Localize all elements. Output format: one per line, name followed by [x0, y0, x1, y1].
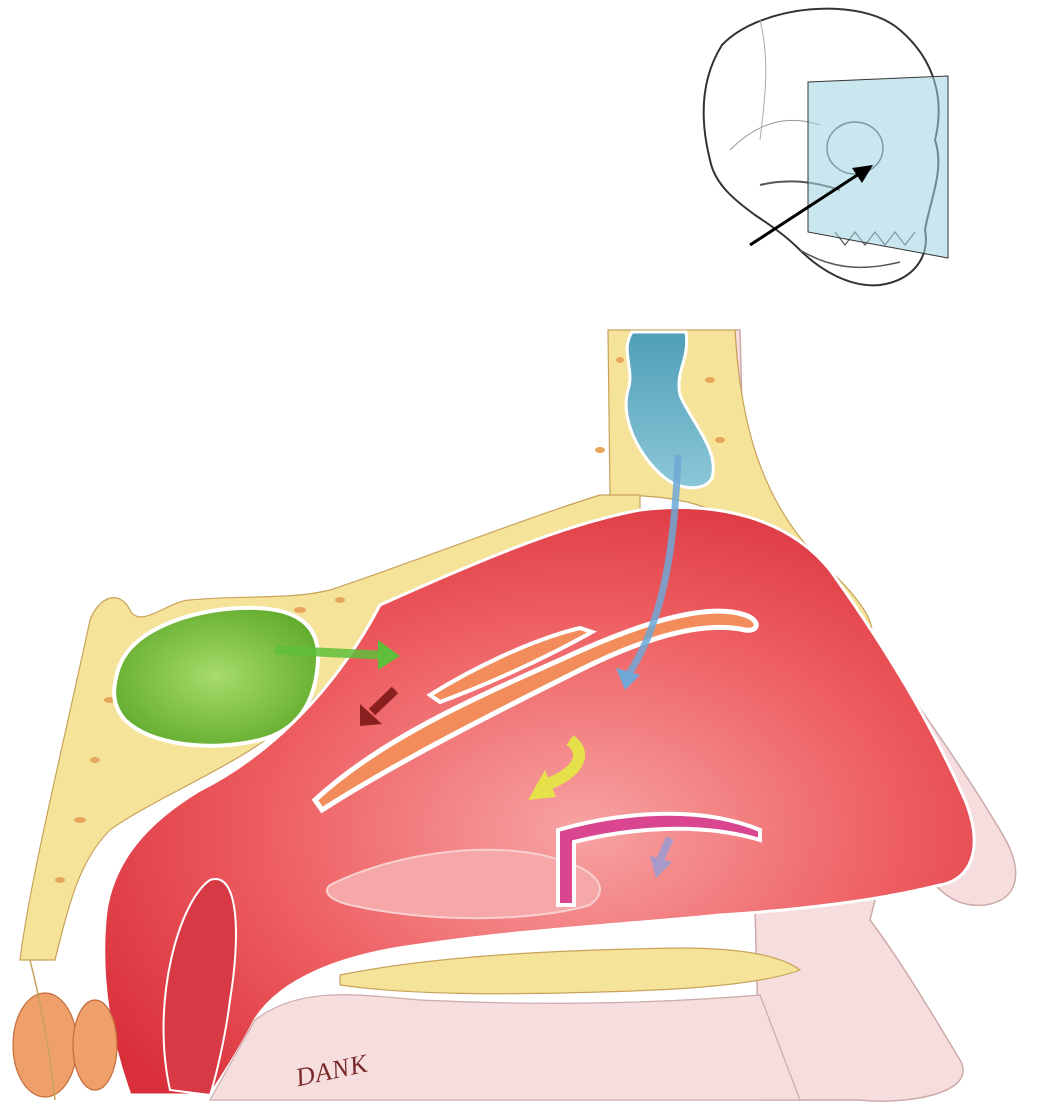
adenoid-tissue — [13, 993, 77, 1097]
adenoid-tissue — [73, 1000, 117, 1090]
skull-inset — [704, 9, 948, 286]
hard-palate — [340, 948, 800, 994]
sagittal-plane — [808, 76, 948, 258]
